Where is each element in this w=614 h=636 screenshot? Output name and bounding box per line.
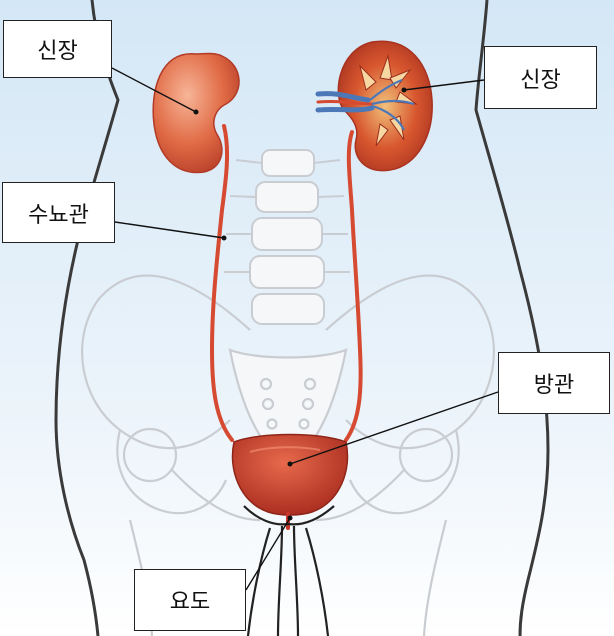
label-bladder: 방관: [498, 352, 610, 414]
kidney-right-vessels: [369, 78, 415, 131]
label-urethra-text: 요도: [169, 590, 211, 615]
body-outline-right: [474, 0, 550, 636]
label-ureter-text: 수뇨관: [28, 202, 89, 228]
leader-line-ureter: [114, 221, 225, 239]
label-kidney-right-text: 신장: [520, 67, 561, 93]
label-kidney-right: 신장: [484, 46, 597, 109]
label-bladder-text: 방관: [533, 373, 575, 398]
bladder-highlight: [249, 446, 321, 453]
leader-line-kidney-right: [403, 79, 485, 91]
label-ureter: 수뇨관: [2, 182, 115, 243]
label-kidney-left-text: 신장: [37, 39, 78, 64]
leader-line-urethra: [245, 517, 291, 591]
body-outline-left: [54, 0, 120, 636]
pelvis: [81, 274, 495, 636]
lower-body-outline: [243, 505, 335, 636]
spine: [224, 149, 350, 325]
renal-artery: [316, 99, 374, 106]
label-kidney-left: 신장: [3, 20, 112, 78]
ureter-right: [344, 130, 363, 442]
leader-lines: [111, 67, 499, 591]
ureter-left: [209, 124, 234, 442]
label-urethra: 요도: [134, 569, 246, 631]
leader-line-bladder: [289, 391, 499, 465]
renal-vein: [315, 91, 375, 113]
leader-line-kidney-left: [111, 67, 197, 113]
leader-dots: [193, 87, 407, 521]
